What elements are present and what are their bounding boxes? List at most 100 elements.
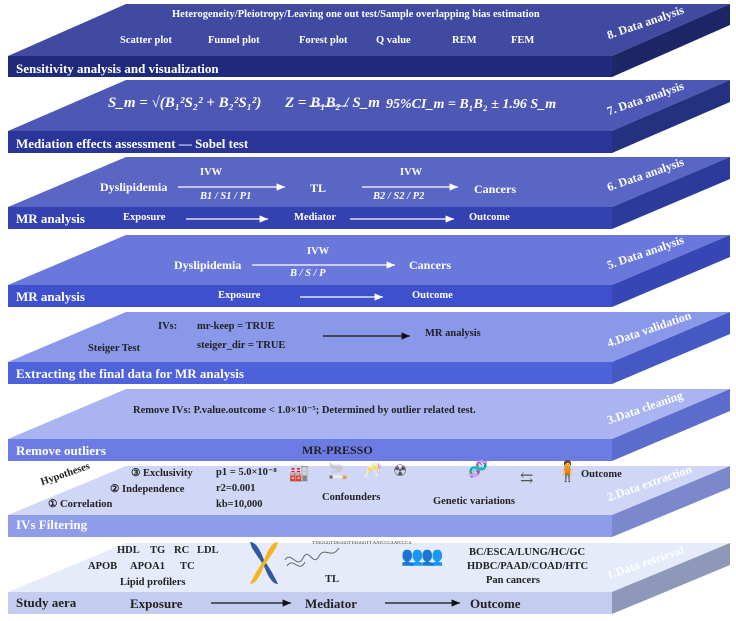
layer-3-top-face [8,389,730,439]
l7-sm-formula: S_m = √(B₁²S₂² + B₂²S₁²) [108,95,262,111]
l1-tl: TL [325,574,340,585]
layer-3-front-bar [8,439,612,461]
l3-mr-presso: MR-PRESSO [302,443,373,457]
l2-kb: kb=10,000 [216,499,263,510]
chromosome-icon [250,542,278,584]
l7-ci-formula: 95%CI_m = B₁B₂ ± 1.96 S_m [386,97,557,112]
layer-2-front-bar [8,515,612,537]
l5-outcome: Outcome [412,290,453,301]
drinks-icon: 🥂 [362,463,382,480]
l4-bar-label: Extracting the final data for MR analysi… [16,366,244,381]
l6-dyslipidemia: Dyslipidemia [100,180,168,194]
l4-mr-keep: mr-keep = TRUE [197,321,275,332]
l6-bar-label: MR analysis [16,211,85,226]
l2-genetic: Genetic variations [433,496,515,507]
layer-2-side-face [612,466,730,537]
l5-cancers: Cancers [409,258,451,272]
l1-ldl: LDL [197,545,219,556]
l6-ivw2: IVW [400,167,423,178]
layer-8-front-bar [8,56,612,77]
cycle-arrows-icon: ⇆ [520,470,534,487]
l7-z-formula: Z = B₁B₂ / S_m [285,95,380,111]
l6-tl: TL [310,181,327,195]
l5-bar-label: MR analysis [16,289,85,304]
l8-item-rem: REM [452,35,477,46]
l2-confounders: Confounders [322,492,381,503]
layer-4-top-face [8,312,730,362]
l8-bar-label: Sensitivity analysis and visualization [16,61,219,76]
l6-ivw1: IVW [200,167,223,178]
l1-apoa1: APOA1 [130,561,165,572]
layer-1-front-bar [8,592,612,614]
l1-bar-label: Study aera [16,595,77,610]
l2-h3: ③ Exclusivity [131,468,193,479]
person-icon: 🧍 [555,461,580,483]
l6-mediator: Mediator [294,212,336,223]
l5-bsp: B / S / P [290,268,326,279]
l8-item-funnel: Funnel plot [208,35,260,46]
l2-h2: ② Independence [110,484,185,495]
l1-tc: TC [180,561,195,572]
layer-5-top-face [8,235,730,285]
l6-outcome: Outcome [469,212,510,223]
l1-pan: Pan cancers [486,575,540,586]
l3-bar-label: Remove outliers [16,443,106,458]
l5-exposure: Exposure [218,290,261,301]
l4-ivs: IVs: [158,321,178,332]
l2-r2: r2=0.001 [216,483,256,494]
layer-2-top-face [8,466,730,515]
l1-rc: RC [174,545,190,556]
l2-h1: ① Correlation [48,499,113,510]
l6-cancers: Cancers [474,182,516,196]
l2-outcome: Outcome [581,469,622,480]
l1-lipid: Lipid profilers [120,577,186,588]
layer-4-side-face [612,312,730,384]
l4-mr-analysis: MR analysis [425,328,481,339]
smoking-icon: 🚬 [328,463,348,480]
l8-title: Heterogeneity/Pleiotropy/Leaving one out… [172,9,540,20]
l1-tg: TG [150,545,166,556]
l5-dyslipidemia: Dyslipidemia [174,258,242,272]
l1-hdl: HDL [117,545,140,556]
layer-3-side-face [612,389,730,461]
l1-exposure: Exposure [130,596,183,611]
layer-5-side-face [612,235,730,307]
l4-steiger-dir: steiger_dir = TRUE [197,340,286,351]
people-group-icon: 👥👥 [401,546,444,566]
l8-item-fem: FEM [511,35,535,46]
l2-p1: p1 = 5.0×10⁻⁸ [216,467,277,478]
layer-7-side-face [612,80,730,153]
l4-steiger-test: Steiger Test [88,343,141,354]
l1-outcome: Outcome [470,596,521,611]
building-icon: 🏭 [289,465,309,482]
layer-7-front-bar [8,131,612,153]
layer-4-front-bar [8,362,612,384]
l6-exposure: Exposure [123,212,166,223]
layer-1-side-face [612,543,730,614]
l1-cancers1: BC/ESCA/LUNG/HC/GC [469,547,586,558]
dna-icon: 🧬 [468,461,488,478]
l2-bar-label: IVs Filtering [16,517,88,532]
layer-7-top-face [8,80,730,131]
l5-ivw: IVW [307,246,330,257]
layer-8-top-face [8,4,730,56]
l1-dna-seq: TTAGGGTTAGGGTTAGGGTT AATCCCAATCCCA [312,540,412,545]
l1-apob: APOB [88,561,118,572]
l6-b2s2p2: B2 / S2 / P2 [373,191,425,202]
radiation-icon: ☢ [393,463,408,480]
layer-5-front-bar [8,285,612,307]
layer-6-side-face [612,157,730,229]
layer-6-top-face [8,157,730,207]
l7-bar-label: Mediation effects assessment — Sobel tes… [16,136,249,151]
l8-item-q: Q value [376,35,411,46]
l1-mediator: Mediator [305,596,357,611]
l8-item-scatter: Scatter plot [120,35,173,46]
l1-cancers2: HDBC/PAAD/COAD/HTC [467,561,589,572]
dna-strand-icon [284,547,340,567]
l6-b1s1p1: B1 / S1 / P1 [200,191,252,202]
l3-remove-ivs: Remove IVs: P.value.outcome < 1.0×10⁻⁵; … [133,405,476,416]
layer-8-side-face [612,4,730,77]
layer-6-front-bar [8,207,612,229]
